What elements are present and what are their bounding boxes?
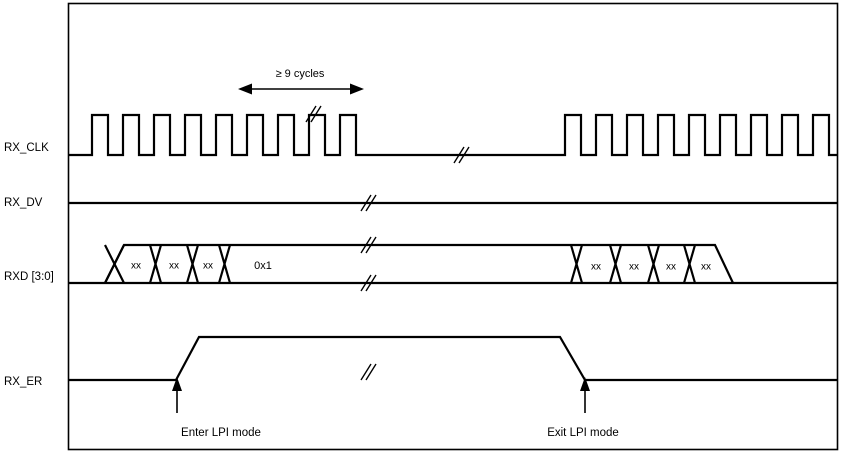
waveform-rxd: xx xx xx 0x1 xx xx xx xx [69,236,837,292]
rxd-transition-left-0 [104,244,125,284]
rx-er-break-icon [360,363,377,381]
rxd-cell-value-0x1: 0x1 [254,260,272,272]
cycles-annotation-label: ≥ 9 cycles [276,68,325,80]
rxd-transition-right-0 [569,244,584,284]
rxd-transition-right-2 [646,244,661,284]
waveform-rx-dv [69,194,837,212]
rx-clk-break-1-icon [305,105,322,123]
rxd-break-bottom-icon [360,274,377,292]
enter-lpi-arrow-icon [172,377,182,391]
rxd-cell-right-0: xx [591,262,601,273]
waveform-rx-clk [69,105,837,164]
rxd-transition-left-1 [148,244,163,284]
rxd-break-top-icon [360,236,377,254]
rxd-cell-right-1: xx [629,262,639,273]
rx-clk-trace [69,113,837,157]
rxd-transition-right-3 [682,244,697,284]
enter-lpi-label: Enter LPI mode [181,427,261,439]
rxd-cell-left-0: xx [131,261,141,272]
rxd-cell-right-3: xx [701,262,711,273]
signal-label-rxd: RXD [3:0] [4,271,54,283]
cycles-arrow-left-icon [238,83,252,95]
callout-enter-lpi: Enter LPI mode [172,377,261,439]
cycles-annotation: ≥ 9 cycles [238,68,364,95]
rxd-cell-left-1: xx [169,261,179,272]
exit-lpi-arrow-icon [580,377,590,391]
signal-label-rx-er: RX_ER [4,376,42,388]
exit-lpi-label: Exit LPI mode [547,427,619,439]
rxd-cell-left-2: xx [203,261,213,272]
rxd-transition-right-1 [608,244,623,284]
cycles-arrow-right-icon [350,83,364,95]
rx-clk-break-2-icon [453,146,470,164]
rx-dv-break-icon [360,194,377,212]
signal-label-rx-dv: RX_DV [4,197,43,209]
rxd-cell-right-2: xx [666,262,676,273]
rx-er-trace [69,335,837,382]
rxd-transition-left-2 [185,244,200,284]
rxd-transition-left-3 [217,244,232,284]
signal-label-rx-clk: RX_CLK [4,142,49,154]
diagram-frame [67,2,839,451]
waveform-rx-er [69,335,837,382]
callout-exit-lpi: Exit LPI mode [547,377,619,439]
